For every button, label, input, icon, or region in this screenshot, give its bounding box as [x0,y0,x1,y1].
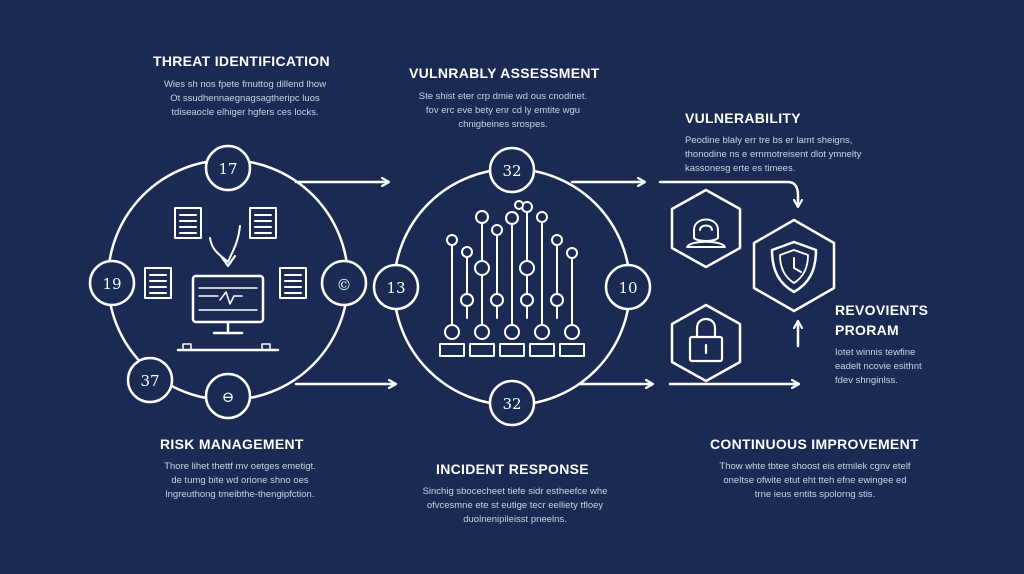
shield-hexagon [752,218,836,313]
converge-arrow-icon [209,237,229,263]
monitor-icon [176,274,280,352]
hacker-icon [686,218,726,248]
node-left-bottom [204,372,252,420]
vulnerably-assessment-text: Ste shist eter crp dmie wd ous cnodinet.… [418,91,588,130]
node-left-left-label: 19 [102,275,121,293]
threat-identification-title: THREAT IDENTIFICATION [153,53,330,69]
incident-response-title: INCIDENT RESPONSE [436,461,589,477]
hacker-hexagon [670,188,742,269]
node-left-top-label: 17 [218,160,237,178]
node-mid-bottom [488,379,536,427]
risk-management-title: RISK MANAGEMENT [160,436,304,452]
revovients-program-title-1: REVOVIENTS [835,302,929,318]
node-mid-left-label: 13 [386,279,405,297]
node-left-right-label: © [337,276,352,294]
node-left-top [204,144,252,192]
node-mid-top-label: 32 [502,162,521,180]
lock-icon [688,317,724,363]
node-left-right [320,259,368,307]
continuous-improvement-title: CONTINUOUS IMPROVEMENT [710,436,919,452]
node-mid-top [488,146,536,194]
node-left-bottom-left [126,356,174,404]
node-mid-right [604,263,652,311]
vulnerability-text: Peodine blaly err tre bs er lamt sheigns… [685,135,862,174]
node-mid-right-label: 10 [618,279,637,297]
node-mid-left [372,263,420,311]
revovients-program-title-2: PRORAM [835,322,900,338]
document-icon [174,207,202,239]
document-icon [279,267,307,299]
document-icon [144,267,172,299]
vulnerability-title: VULNERABILITY [685,110,801,126]
network-nodes-icon [439,200,585,357]
node-left-bottom-left-label: 37 [140,372,159,390]
lock-hexagon [670,303,742,383]
threat-identification-text: Wies sh nos fpete fmuttog dillend lhow O… [163,79,327,118]
node-mid-bottom-label: 32 [502,395,521,413]
node-left-left [88,259,136,307]
shield-icon [770,240,818,294]
document-icon [249,207,277,239]
risk-management-text: Thore lihet thettf mv oetges emetigt. de… [164,461,316,500]
revovients-program-text: Iotet winnis tewfine eadelt ncovie esith… [835,347,922,386]
continuous-improvement-text: Thow whte tbtee shoost eis etmilek cgnv … [719,461,911,500]
incident-response-text: Sinchig sbocecheet tiefe sidr estheefce … [422,486,608,525]
node-left-bottom-label: ⊖ [222,388,235,406]
vulnerably-assessment-title: VULNRABLY ASSESSMENT [409,65,600,81]
